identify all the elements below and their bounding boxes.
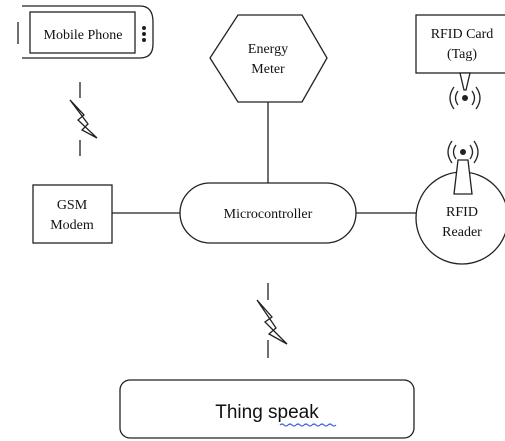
wireless-link-phone-gsm — [69, 82, 98, 156]
rfid-reader-label-line2: Reader — [442, 225, 482, 240]
thing-speak-node: Thing speak — [119, 379, 415, 439]
microcontroller-label: Microcontroller — [224, 207, 313, 222]
gsm-modem-node: GSM Modem — [32, 184, 113, 244]
phone-body — [22, 5, 154, 59]
phone-screen — [29, 11, 136, 54]
rfid-card-label-line1: RFID Card — [431, 27, 494, 42]
energy-meter-node: Energy Meter — [209, 14, 328, 103]
radio-waves-icon — [449, 86, 481, 110]
rfid-tag-antenna-icon — [459, 72, 471, 91]
mobile-phone-node: Mobile Phone — [17, 5, 154, 59]
mobile-phone-label: Mobile Phone — [44, 28, 123, 43]
gsm-modem-box — [32, 184, 113, 244]
gsm-modem-label-line2: Modem — [50, 218, 94, 233]
phone-button-dot — [142, 26, 146, 30]
thing-speak-box — [119, 379, 415, 439]
energy-meter-hexagon — [209, 14, 328, 103]
wireless-link-micro-thingspeak — [256, 283, 288, 358]
spellcheck-underline — [279, 423, 337, 427]
energy-meter-label-line1: Energy — [248, 42, 288, 57]
radio-waves-icon — [447, 140, 479, 164]
rfid-reader-label-line1: RFID — [446, 205, 478, 220]
rfid-card-node: RFID Card (Tag) — [415, 14, 505, 110]
rfid-reader-node: RFID Reader — [415, 140, 505, 265]
phone-button-dot — [142, 38, 146, 42]
rfid-card-box — [415, 14, 505, 74]
lightning-bolt-icon — [256, 299, 288, 345]
energy-meter-label-line2: Meter — [251, 62, 285, 77]
lightning-bolt-icon — [69, 99, 98, 139]
rfid-card-label-line2: (Tag) — [447, 47, 477, 62]
rfid-reader-antenna-icon — [453, 159, 473, 195]
microcontroller-node: Microcontroller — [179, 182, 357, 244]
gsm-modem-label-line1: GSM — [57, 198, 88, 213]
phone-button-dot — [142, 32, 146, 36]
microcontroller-capsule — [179, 182, 357, 244]
thing-speak-label: Thing speak — [215, 402, 319, 423]
